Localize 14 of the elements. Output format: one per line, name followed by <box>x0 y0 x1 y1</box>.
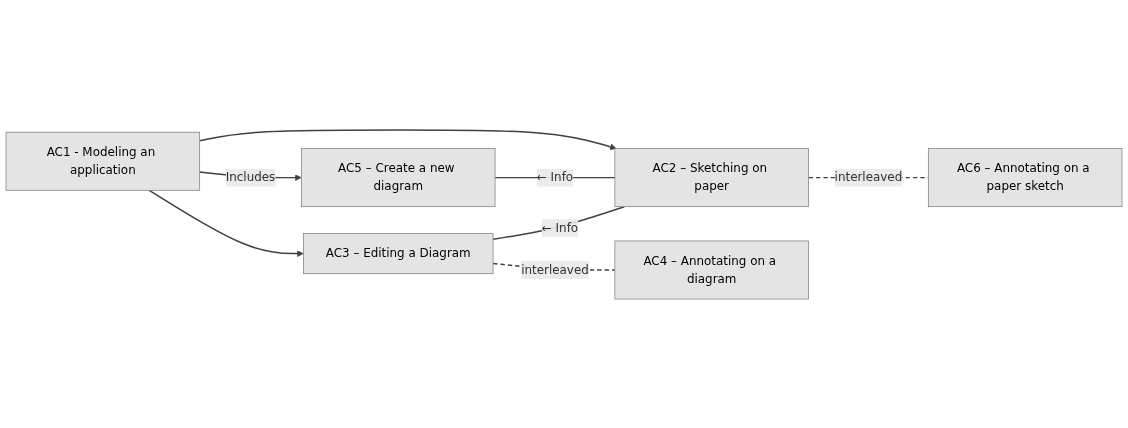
edge-label: interleaved <box>521 262 589 277</box>
edge-label: interleaved <box>834 169 903 184</box>
edge-label: Includes <box>225 169 276 184</box>
connector <box>492 205 626 240</box>
node-box: AC6 – Annotating on a paper sketch <box>927 147 1123 207</box>
node-box: AC5 – Create a new diagram <box>301 147 496 207</box>
arrow <box>198 128 617 150</box>
node-box: AC2 – Sketching on paper <box>614 147 809 207</box>
node-box: AC4 – Annotating on a diagram <box>614 240 809 299</box>
node-box: AC3 – Editing a Diagram <box>303 232 494 274</box>
node-box: AC1 - Modeling an application <box>5 131 201 191</box>
edge-label: ← Info <box>536 169 574 184</box>
arrow <box>148 189 304 257</box>
edge-label: ← Info <box>541 220 579 235</box>
